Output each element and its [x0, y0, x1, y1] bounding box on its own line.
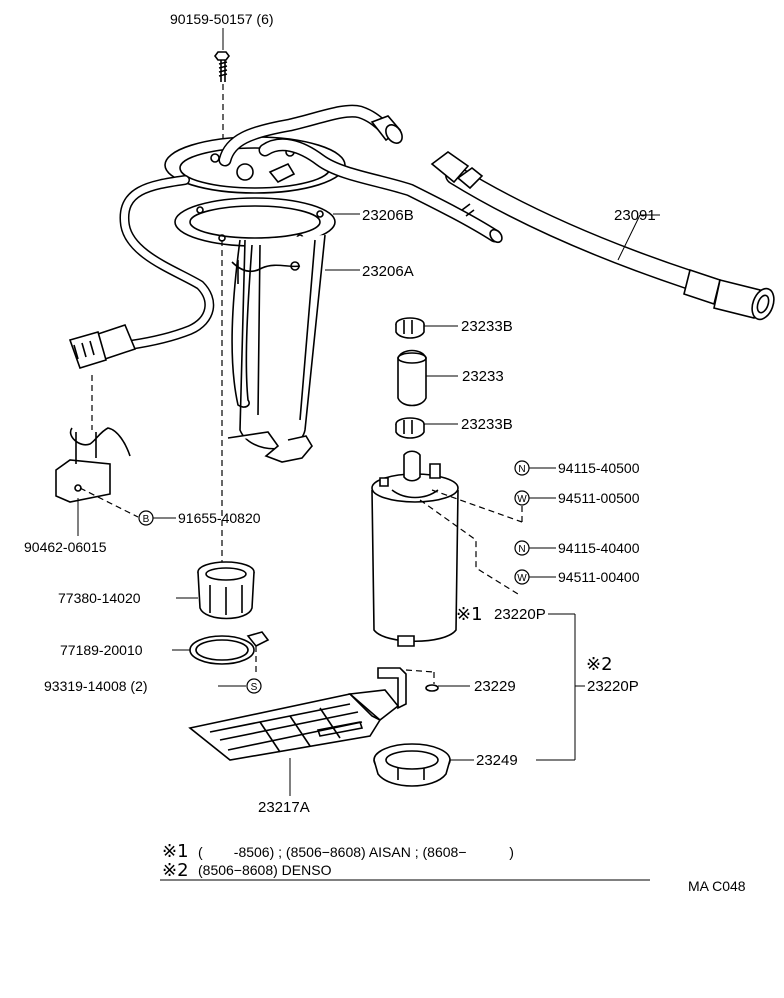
wire-harness — [68, 175, 215, 430]
washer-marker-2 — [514, 569, 530, 585]
band-drawing — [189, 631, 270, 676]
bolt-drawing — [214, 51, 230, 140]
label-bolt: 90159-50157 (6) — [170, 11, 274, 27]
note-2-mark: ※2 — [162, 860, 189, 881]
label-23233b-bottom: 23233B — [461, 416, 513, 433]
bolt-marker-text: B — [143, 514, 150, 525]
label-washer-1: 94511-00500 — [558, 490, 640, 506]
hose-23091-drawing — [430, 151, 775, 321]
nut-marker-1-text: N — [518, 464, 525, 475]
leader-lines — [153, 28, 660, 881]
footnotes: ※1 ( -8506) ; (8506−8608) AISAN ; (8608−… — [162, 841, 746, 894]
part-labels: 90159-50157 (6) 23206B 23206A 23091 2323… — [24, 11, 656, 816]
bracket-drawing — [55, 427, 139, 536]
strainer-drawing — [188, 689, 400, 761]
label-pump2-mark: ※2 — [586, 654, 613, 675]
fuel-pump-drawing — [371, 450, 523, 647]
screw-marker-text: S — [251, 682, 258, 693]
fuel-hoses — [218, 104, 503, 244]
label-pump2: 23220P — [587, 678, 639, 695]
filter-cap-drawing — [197, 561, 255, 620]
label-clamp-bolt: 91655-40820 — [178, 510, 261, 526]
circle-markers: N W N W B S — [138, 460, 530, 694]
part-23229-drawing — [377, 667, 439, 710]
label-screw: 93319-14008 (2) — [44, 678, 148, 694]
label-23217a: 23217A — [258, 799, 310, 816]
note-1-mark: ※1 — [162, 841, 189, 862]
label-nut-1: 94115-40500 — [558, 460, 640, 476]
note-1-text: ( -8506) ; (8506−8608) AISAN ; (8608− ) — [198, 844, 514, 860]
nut-marker-1 — [514, 460, 530, 476]
nut-marker-2-text: N — [518, 544, 525, 555]
cap-23249-drawing — [373, 743, 451, 787]
bolt-marker — [138, 510, 154, 526]
gasket-drawing — [174, 197, 336, 247]
washer-marker-1 — [514, 490, 530, 506]
nut-marker-2 — [514, 540, 530, 556]
figure-code: MA C048 — [688, 878, 746, 894]
label-23233: 23233 — [462, 368, 504, 385]
screw-marker — [246, 678, 262, 694]
pipe-clamps-drawing — [395, 317, 427, 439]
label-23206b: 23206B — [362, 207, 414, 224]
label-23229: 23229 — [474, 678, 516, 695]
label-23233b-top: 23233B — [461, 318, 513, 335]
label-pump1: 23220P — [494, 606, 546, 623]
label-bracket: 90462-06015 — [24, 539, 107, 555]
label-23206a: 23206A — [362, 263, 414, 280]
label-nut-2: 94115-40400 — [558, 540, 640, 556]
label-23249: 23249 — [476, 752, 518, 769]
label-filter-cap: 77380-14020 — [58, 590, 141, 606]
label-washer-2: 94511-00400 — [558, 569, 640, 585]
washer-marker-1-text: W — [517, 494, 527, 505]
label-band: 77189-20010 — [60, 642, 143, 658]
label-pump1-mark: ※1 — [456, 604, 483, 625]
note-2-text: (8506−8608) DENSO — [198, 862, 332, 878]
washer-marker-2-text: W — [517, 573, 527, 584]
sender-tube-drawing — [227, 234, 326, 463]
label-23091: 23091 — [614, 207, 656, 224]
